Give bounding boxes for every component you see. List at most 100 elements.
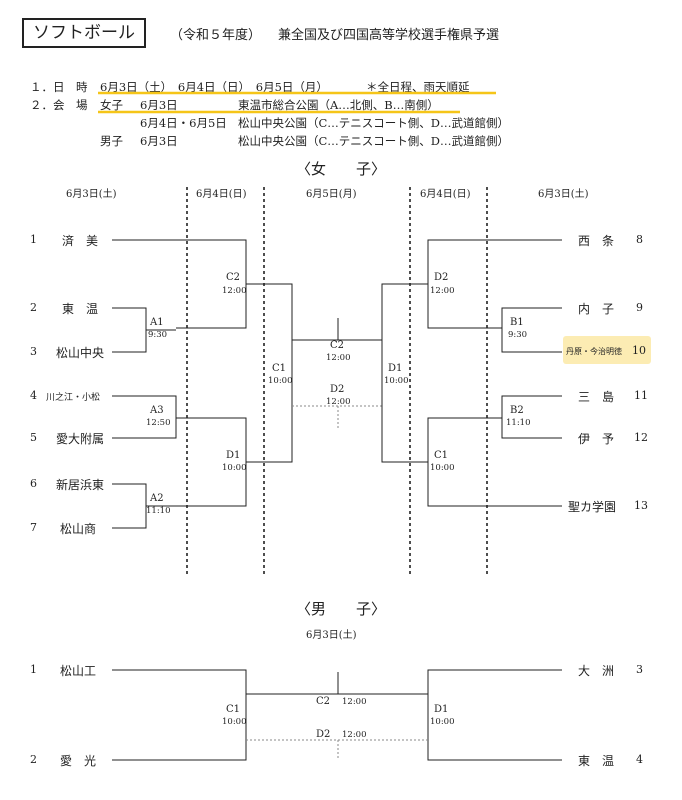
line-d1-left: [176, 417, 247, 507]
game-time: 12:00: [342, 697, 367, 707]
team-num: 9: [636, 301, 643, 314]
team-name: 東 温: [62, 302, 99, 316]
info-dates: 6月3日（土） 6月4日（日） 6月5日（月）: [100, 80, 328, 94]
game-court: D1: [434, 704, 449, 715]
game-court: C2: [330, 340, 345, 351]
team-name: 西 条: [578, 234, 615, 248]
game-time: 10:00: [268, 376, 293, 386]
event-name: 兼全国及び四国高等学校選手権県予選: [278, 28, 500, 43]
men-date: 6月3日(土): [306, 630, 357, 641]
game-time: 10:00: [222, 463, 247, 473]
line-team8-d2: [427, 239, 562, 329]
info-women: 女子: [100, 98, 123, 112]
game-time: 10:00: [384, 376, 409, 386]
team-name: 愛大附属: [56, 432, 105, 446]
team-num: 4: [30, 389, 37, 402]
game-court: D1: [226, 450, 241, 461]
info-women-date2: 6月4日・6月5日: [140, 116, 227, 130]
team-name: 川之江・小松: [46, 393, 101, 403]
line-a1: [112, 307, 147, 353]
game-time: 12:00: [326, 397, 351, 407]
line-c1-left: [246, 283, 293, 463]
team-num: 12: [634, 431, 648, 444]
game-court: A2: [150, 493, 164, 504]
highlight-team10: [563, 336, 651, 364]
game-court: A1: [150, 317, 164, 328]
info-men: 男子: [100, 134, 123, 148]
game-time: 12:00: [430, 286, 455, 296]
team-num: 11: [634, 389, 648, 402]
men-third-place: [246, 739, 428, 760]
info-women-venue: 東温市総合公園（A…北側、B…南側）: [238, 98, 439, 112]
team-name: 聖カ学園: [568, 500, 617, 514]
women-date-5: 6月3日(土): [538, 189, 589, 200]
info-venue-label: ２．会 場: [30, 98, 88, 112]
game-time: 10:00: [430, 717, 455, 727]
team-name: 東 温: [578, 754, 615, 768]
men-heading: 〈男 子〉: [296, 600, 387, 618]
team-name: 愛 光: [60, 754, 97, 768]
team-name: 新居浜東: [56, 478, 105, 492]
team-num: 3: [30, 345, 37, 358]
women-date-3: 6月5日(月): [306, 189, 357, 200]
team-name: 内 子: [578, 302, 615, 316]
team-name: 松山工: [60, 664, 97, 678]
team-num: 2: [30, 301, 37, 314]
info-date-label: １．日 時: [30, 80, 88, 94]
game-court: B1: [510, 317, 524, 328]
team-name: 伊 予: [578, 432, 615, 446]
game-time: 10:00: [222, 717, 247, 727]
game-court: D1: [388, 363, 403, 374]
women-date-2: 6月4日(日): [196, 189, 247, 200]
women-right-bracket: [381, 239, 562, 507]
team-num: 13: [634, 499, 648, 512]
game-court: C1: [272, 363, 287, 374]
team-num: 1: [30, 663, 37, 676]
game-time: 12:00: [222, 286, 247, 296]
women-third-place: [292, 405, 382, 428]
line-a2: [112, 483, 147, 529]
team-name: 松山中央: [56, 346, 105, 360]
line-men-c1: [112, 669, 247, 761]
team-num: 8: [636, 233, 643, 246]
game-time: 9:30: [148, 330, 168, 340]
game-time: 11:10: [146, 506, 171, 516]
page-subtitle: （令和５年度）: [170, 28, 262, 43]
info-women-date: 6月3日: [140, 98, 178, 112]
game-court: D2: [434, 272, 449, 283]
team-name: 松山商: [60, 522, 97, 536]
team-num: 6: [30, 477, 37, 490]
game-time: 12:50: [146, 418, 171, 428]
game-court: C2: [316, 696, 331, 707]
info-note: ＊全日程、雨天順延: [366, 80, 470, 94]
page-title: ソフトボール: [22, 18, 146, 48]
game-court: D2: [330, 384, 345, 395]
highlight-underlines: [98, 91, 496, 114]
game-court: A3: [150, 405, 164, 416]
game-time: 9:30: [508, 330, 528, 340]
line-c1-right: [427, 417, 562, 507]
team-num: 5: [30, 431, 37, 444]
team-name: 済 美: [62, 234, 99, 248]
game-time: 12:00: [342, 730, 367, 740]
team-num: 4: [636, 753, 643, 766]
women-date-dividers: [186, 187, 488, 575]
line-a3: [112, 395, 177, 439]
game-court: B2: [510, 405, 524, 416]
info-men-venue: 松山中央公園（C…テニスコート側、D…武道館側）: [238, 134, 510, 148]
team-num: 7: [30, 521, 37, 534]
women-date-1: 6月3日(土): [66, 189, 117, 200]
line-men-d1: [427, 669, 562, 761]
team-num: 2: [30, 753, 37, 766]
info-men-date: 6月3日: [140, 134, 178, 148]
team-name: 大 洲: [578, 664, 615, 678]
game-court: D2: [316, 729, 331, 740]
line-team1-c2: [112, 239, 247, 329]
game-time: 12:00: [326, 353, 351, 363]
game-court: C1: [226, 704, 241, 715]
team-num: 3: [636, 663, 643, 676]
info-women-venue2: 松山中央公園（C…テニスコート側、D…武道館側）: [238, 116, 510, 130]
team-name: 丹原・今治明徳: [566, 347, 622, 356]
